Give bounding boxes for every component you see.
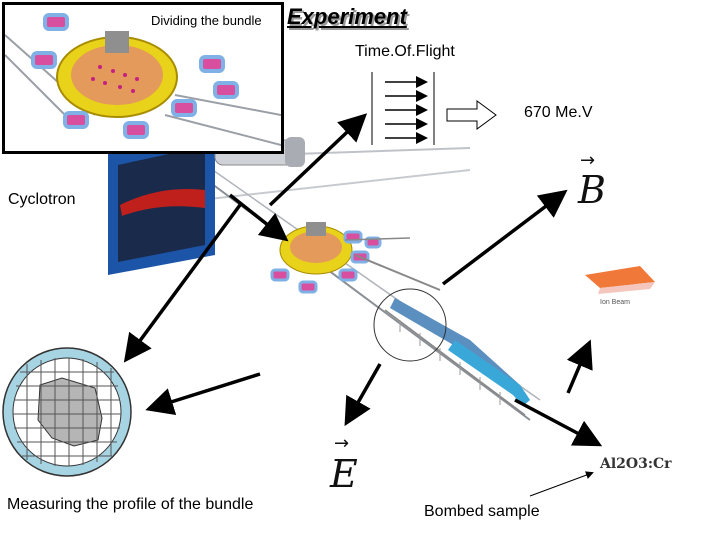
splitting-magnet [270,222,441,294]
time-of-flight-symbol [371,72,497,145]
sample-formula: Al2O3:Cr [600,456,672,472]
electric-field-symbol: E [330,452,358,496]
bombed-sample-label: Bombed sample [424,503,540,520]
ion-beam-caption: Ion Beam [600,299,630,306]
sample-pointer-arrow [529,471,594,497]
profile-monitor [2,347,132,477]
cyclotron-label: Cyclotron [8,191,76,208]
b-vector-arrow: → [580,150,596,171]
e-vector-arrow: → [334,433,350,454]
time-of-flight-label: Time.Of.Flight [355,43,455,60]
connector-arrows [123,113,603,447]
page-title: Experiment [287,4,407,29]
measuring-profile-label: Measuring the profile of the bundle [7,496,254,513]
cyclotron-block [108,130,305,275]
inset-magnet-drawing [5,13,281,146]
magnetic-field-symbol: B [578,168,606,212]
downstream-beamline [373,288,530,416]
sample-holder [585,266,655,294]
inset-label: Dividing the bundle [151,13,262,28]
energy-label: 670 Me.V [524,104,593,121]
bundle-division-inset: Dividing the bundle [2,2,284,154]
